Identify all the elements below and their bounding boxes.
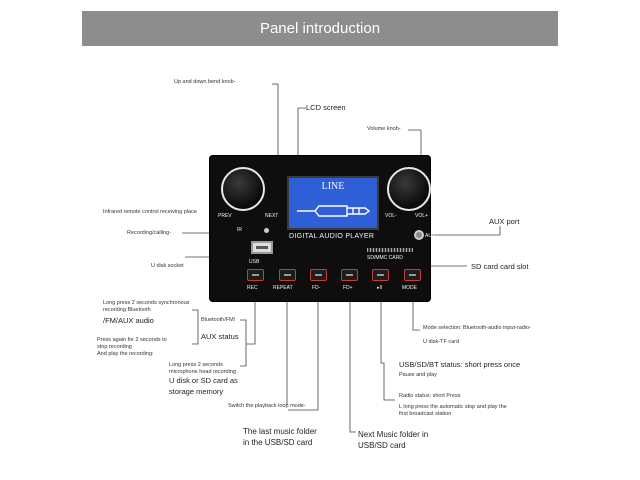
left-knob[interactable] xyxy=(221,167,265,211)
lcd-screen: LINE xyxy=(287,176,379,230)
fd-minus-button[interactable] xyxy=(310,269,327,281)
sd-card-slot[interactable] xyxy=(367,248,413,252)
brace-1 xyxy=(192,309,199,345)
label-loop-mode: Switch the playback loop mode- xyxy=(228,403,306,409)
label-long-press-mic: Long press 2 seconds microphone head rec… xyxy=(169,362,236,375)
label-last-folder-1: The last music folder xyxy=(243,427,317,436)
title-bar: Panel introduction xyxy=(82,11,558,46)
leader-aux xyxy=(425,226,501,236)
label-long-press-auto: L long press the automatic stop and play… xyxy=(399,404,507,417)
audio-jack-icon xyxy=(297,205,371,217)
label-volume: Volume knob- xyxy=(367,126,401,132)
label-knob: Up and down bend knob- xyxy=(174,79,236,85)
label-usb-sd-bt: USB/SD/BT status: short press once xyxy=(399,360,521,369)
label-long-press-sync: Long press 2 seconds synchronous recordi… xyxy=(103,300,190,313)
rec-button[interactable] xyxy=(247,269,264,281)
label-u-disk-tf: U disk-TF card xyxy=(423,339,460,345)
label-u-disk: U disk socket xyxy=(151,263,184,269)
leader-rec xyxy=(246,295,256,345)
prev-label: PREV xyxy=(218,213,232,219)
leader-fdminus xyxy=(288,295,319,411)
label-lcd: LCD screen xyxy=(306,103,346,112)
repeat-label: REPEAT xyxy=(273,285,293,291)
vol-minus-label: VOL- xyxy=(385,213,397,219)
ir-label: IR xyxy=(237,227,242,233)
label-next-folder-2: USB/SD card xyxy=(358,441,406,450)
vol-plus-label: VOL+ xyxy=(415,213,428,219)
brand-label: DIGITAL AUDIO PLAYER xyxy=(289,233,375,240)
label-radio-status: Radio status: short Press xyxy=(399,393,461,399)
label-play-recording: And play the recording: xyxy=(97,351,154,357)
repeat-button[interactable] xyxy=(279,269,296,281)
label-last-folder-2: in the USB/SD card xyxy=(243,438,313,447)
label-pause-play: Pause and play xyxy=(399,372,437,378)
usb-socket[interactable] xyxy=(251,241,273,254)
lcd-text: LINE xyxy=(321,181,345,192)
usb-label: USB xyxy=(249,259,260,265)
aux-label: AUX xyxy=(425,233,436,239)
label-ir-place: Infrared remote control receiving place xyxy=(103,209,197,215)
label-recording: Recording/calling- xyxy=(127,230,172,236)
label-aux-status: AUX status xyxy=(201,332,239,341)
label-next-folder-1: Next Music folder in xyxy=(358,430,429,439)
label-bt-fm: Bluetooth/FM/ xyxy=(201,317,236,323)
label-fm-aux: /FM/AUX audio xyxy=(103,316,154,325)
play-pause-button[interactable] xyxy=(372,269,389,281)
next-label: NEXT xyxy=(265,213,279,219)
mode-label: MODE xyxy=(402,285,417,291)
leader-play xyxy=(380,295,395,401)
label-u-disk-sd: U disk or SD card as xyxy=(169,376,238,385)
player-panel: PREV NEXT LINE VOL- VOL+ IR DIGITAL AUDI… xyxy=(209,155,435,302)
fd-plus-label: FD+ xyxy=(343,285,353,291)
mode-button[interactable] xyxy=(404,269,421,281)
label-sd-slot: SD card card slot xyxy=(471,262,529,271)
ir-receiver xyxy=(264,228,269,233)
brace-2 xyxy=(240,319,247,367)
label-storage: storage memory xyxy=(169,387,224,396)
leader-fdplus xyxy=(349,295,356,433)
rec-label: REC xyxy=(247,285,258,291)
label-press-again: Press again for 2 seconds to stop record… xyxy=(97,337,167,350)
page-title: Panel introduction xyxy=(259,20,381,37)
volume-knob[interactable] xyxy=(387,167,431,211)
label-mode-sel: Mode selection: Bluetooth-audio input-ra… xyxy=(423,325,531,331)
leader-mode xyxy=(412,295,420,331)
sd-label: SD/MMC CARD xyxy=(367,255,403,261)
fd-plus-button[interactable] xyxy=(341,269,358,281)
aux-jack[interactable] xyxy=(414,230,424,240)
label-aux-port: AUX port xyxy=(489,217,520,226)
fd-minus-label: FD- xyxy=(312,285,321,291)
play-pause-label: ▸II xyxy=(377,285,383,291)
